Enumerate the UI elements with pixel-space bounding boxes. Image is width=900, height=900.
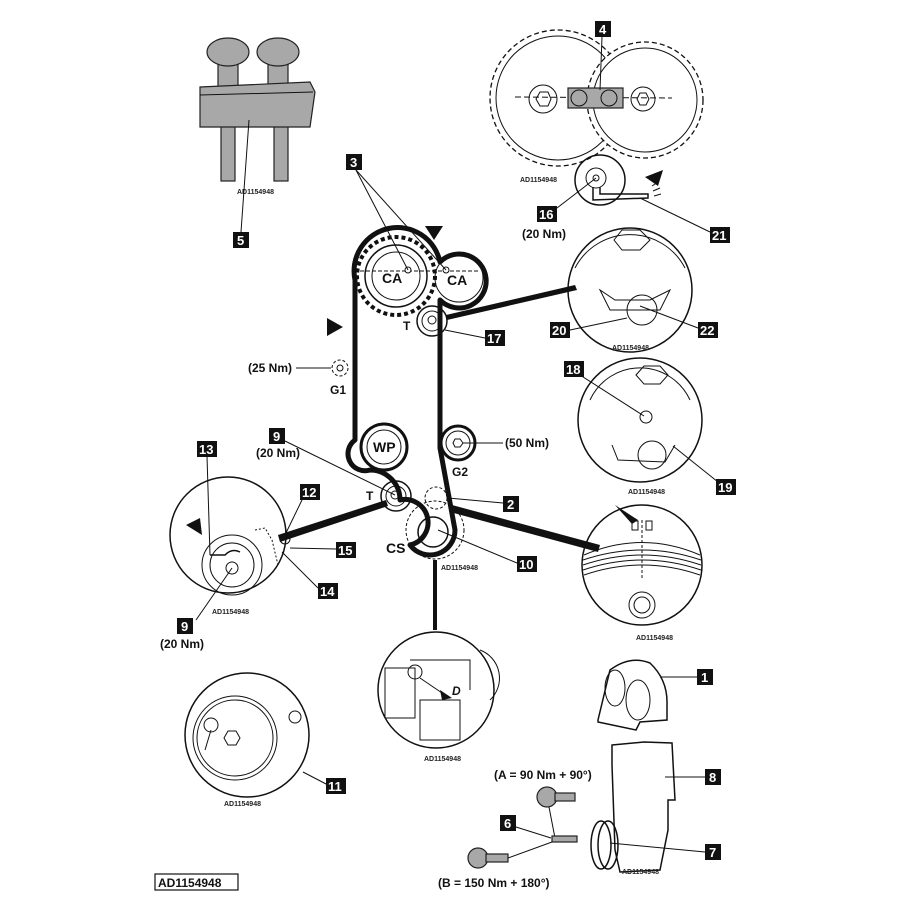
figure-code: AD1154948: [158, 876, 222, 890]
svg-text:AD1154948: AD1154948: [612, 345, 649, 352]
torque-9-main: (20 Nm): [256, 446, 300, 460]
tensioner-detail-18-19: AD1154948 18 19: [564, 357, 736, 496]
top-marker-icon: [425, 226, 443, 240]
torque-9-detail: (20 Nm): [160, 637, 204, 651]
svg-text:AD1154948: AD1154948: [628, 489, 665, 496]
callout-5: 5: [233, 232, 249, 248]
pulley-water-pump: WP: [373, 439, 396, 455]
callout-6: 6: [500, 815, 516, 831]
callout-22: 22: [698, 322, 718, 338]
callout-20: 20: [550, 322, 570, 338]
svg-text:AD1154948: AD1154948: [622, 869, 659, 876]
alignment-mark-d: D: [452, 684, 461, 698]
tensioner-detail-11: AD1154948 11: [184, 672, 346, 808]
belt-layout: CA CA 3 T 17 (25 Nm) G1: [248, 154, 600, 630]
crank-sprocket-detail: D AD1154948: [377, 631, 500, 763]
svg-text:AD1154948: AD1154948: [212, 609, 249, 616]
pulley-tensioner-bottom: T: [366, 489, 374, 503]
camshaft-gears-detail: 4 AD1154948 16 (20 Nm) 21: [489, 21, 730, 243]
callout-9-detail: 9: [177, 618, 193, 634]
pulley-tensioner-top: T: [403, 319, 411, 333]
svg-text:AD1154948: AD1154948: [441, 565, 478, 572]
svg-text:AD1154948: AD1154948: [424, 756, 461, 763]
tensioner-detail-12-15: AD1154948 13 12 15 14 9 (20 Nm): [160, 441, 356, 651]
pulley-camshaft-right: CA: [447, 272, 467, 288]
svg-text:17: 17: [487, 331, 501, 346]
callout-4: 4: [595, 21, 611, 37]
callout-19: 19: [716, 479, 736, 495]
pulley-camshaft-left: CA: [382, 270, 402, 286]
pulley-guide-1: G1: [330, 383, 346, 397]
arrow-icon: [186, 518, 202, 535]
svg-text:AD1154948: AD1154948: [520, 177, 557, 184]
callout-18: 18: [564, 361, 584, 377]
svg-text:21: 21: [712, 228, 726, 243]
svg-text:10: 10: [519, 557, 533, 572]
callout-13: 13: [197, 441, 217, 457]
tool-figure-code: AD1154948: [237, 189, 274, 196]
alignment-arrow-icon: [615, 505, 638, 524]
figure-code-box: AD1154948: [154, 873, 239, 891]
rotation-arrow-icon: [645, 170, 663, 186]
svg-text:11: 11: [328, 779, 342, 794]
torque-bolt-b: (B = 150 Nm + 180°): [438, 876, 550, 890]
svg-text:AD1154948: AD1154948: [224, 801, 261, 808]
svg-text:AD1154948: AD1154948: [636, 635, 673, 642]
callout-16: 16: [537, 206, 557, 222]
svg-text:16: 16: [539, 207, 553, 222]
svg-text:4: 4: [599, 22, 607, 37]
svg-text:14: 14: [320, 584, 335, 599]
callout-9-main: 9: [269, 428, 285, 444]
callout-3: 3: [346, 154, 362, 170]
torque-g1: (25 Nm): [248, 361, 292, 375]
camshaft-locking-tool: AD1154948 5: [199, 37, 316, 248]
alignment-arrow-icon: [440, 690, 452, 700]
svg-text:22: 22: [700, 323, 714, 338]
callout-10: 10: [517, 556, 537, 572]
svg-text:1: 1: [701, 670, 708, 685]
svg-text:5: 5: [237, 233, 244, 248]
svg-text:7: 7: [709, 845, 716, 860]
svg-text:18: 18: [566, 362, 580, 377]
svg-text:9: 9: [181, 619, 188, 634]
torque-bolt-a: (A = 90 Nm + 90°): [494, 768, 592, 782]
side-marker-icon: [327, 318, 343, 336]
callout-2: 2: [503, 496, 519, 512]
svg-text:8: 8: [709, 770, 716, 785]
torque-16: (20 Nm): [522, 227, 566, 241]
callout-11: 11: [326, 778, 346, 794]
svg-text:12: 12: [302, 485, 316, 500]
svg-text:6: 6: [504, 816, 511, 831]
pulley-guide-2: G2: [452, 465, 468, 479]
callout-8: 8: [705, 769, 721, 785]
tensioner-detail-20-22: AD1154948 20 22: [550, 227, 718, 353]
svg-text:15: 15: [338, 543, 352, 558]
callout-12: 12: [300, 484, 320, 500]
covers-and-bolts: 1 8 7 AD1154948 (A = 90 Nm + 90°) 6 (B =…: [438, 659, 721, 890]
callout-7: 7: [705, 844, 721, 860]
svg-text:3: 3: [350, 155, 357, 170]
torque-g2: (50 Nm): [505, 436, 549, 450]
callout-1: 1: [697, 669, 713, 685]
crank-pulley-detail: AD1154948: [581, 504, 703, 642]
svg-text:9: 9: [273, 429, 280, 444]
callout-14: 14: [318, 583, 338, 599]
callout-15: 15: [336, 542, 356, 558]
svg-text:20: 20: [552, 323, 566, 338]
svg-text:2: 2: [507, 497, 514, 512]
callout-17: 17: [485, 330, 505, 346]
svg-text:13: 13: [199, 442, 213, 457]
callout-21: 21: [710, 227, 730, 243]
svg-text:19: 19: [718, 480, 732, 495]
pulley-crankshaft: CS: [386, 540, 405, 556]
